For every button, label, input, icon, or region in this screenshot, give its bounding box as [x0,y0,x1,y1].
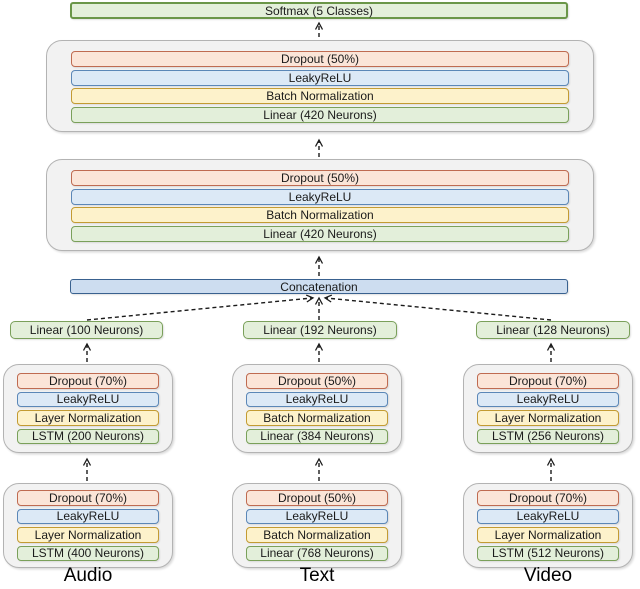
concatenation-box: Concatenation [70,279,568,294]
leakyrelu-layer: LeakyReLU [71,69,569,86]
leakyrelu-layer: LeakyReLU [477,391,619,407]
layer-normalization-layer: Layer Normalization [477,527,619,543]
batch-normalization-layer: Batch Normalization [246,410,388,426]
dropout-layer: Dropout (50%) [71,170,569,187]
leakyrelu-layer: LeakyReLU [477,508,619,524]
video-branch-label: Video [523,565,573,586]
audio-branch-label: Audio [63,565,113,586]
linear-layer: Linear (420 Neurons) [71,106,569,123]
lstm-layer: LSTM (200 Neurons) [17,428,159,444]
audio-lower-block: Dropout (70%) LeakyReLU Layer Normalizat… [3,483,173,568]
audio-projection-box: Linear (100 Neurons) [10,321,163,339]
video-projection-box: Linear (128 Neurons) [476,321,630,339]
leakyrelu-layer: LeakyReLU [17,391,159,407]
arrow-audio-proj-to-concat [86,294,315,321]
dropout-layer: Dropout (70%) [477,373,619,389]
fusion-block-1: Dropout (50%) LeakyReLU Batch Normalizat… [46,40,594,132]
dropout-layer: Dropout (50%) [246,373,388,389]
batch-normalization-layer: Batch Normalization [71,88,569,105]
fusion-block-2: Dropout (50%) LeakyReLU Batch Normalizat… [46,159,594,251]
layer-normalization-layer: Layer Normalization [477,410,619,426]
softmax-box: Softmax (5 Classes) [70,2,568,19]
video-lower-block: Dropout (70%) LeakyReLU Layer Normalizat… [463,483,633,568]
leakyrelu-layer: LeakyReLU [246,508,388,524]
dropout-layer: Dropout (50%) [71,51,569,68]
layer-normalization-layer: Layer Normalization [17,527,159,543]
arrow-video-proj-to-concat [323,294,552,321]
lstm-layer: LSTM (400 Neurons) [17,545,159,561]
batch-normalization-layer: Batch Normalization [71,207,569,224]
text-upper-block: Dropout (50%) LeakyReLU Batch Normalizat… [232,364,402,453]
lstm-layer: LSTM (256 Neurons) [477,428,619,444]
batch-normalization-layer: Batch Normalization [246,527,388,543]
linear-layer: Linear (420 Neurons) [71,225,569,242]
linear-layer: Linear (384 Neurons) [246,428,388,444]
text-lower-block: Dropout (50%) LeakyReLU Batch Normalizat… [232,483,402,568]
text-projection-box: Linear (192 Neurons) [243,321,397,339]
text-branch-label: Text [299,565,335,586]
lstm-layer: LSTM (512 Neurons) [477,545,619,561]
leakyrelu-layer: LeakyReLU [17,508,159,524]
layer-normalization-layer: Layer Normalization [17,410,159,426]
dropout-layer: Dropout (50%) [246,490,388,506]
dropout-layer: Dropout (70%) [477,490,619,506]
dropout-layer: Dropout (70%) [17,373,159,389]
video-upper-block: Dropout (70%) LeakyReLU Layer Normalizat… [463,364,633,453]
audio-upper-block: Dropout (70%) LeakyReLU Layer Normalizat… [3,364,173,453]
dropout-layer: Dropout (70%) [17,490,159,506]
linear-layer: Linear (768 Neurons) [246,545,388,561]
leakyrelu-layer: LeakyReLU [246,391,388,407]
leakyrelu-layer: LeakyReLU [71,188,569,205]
